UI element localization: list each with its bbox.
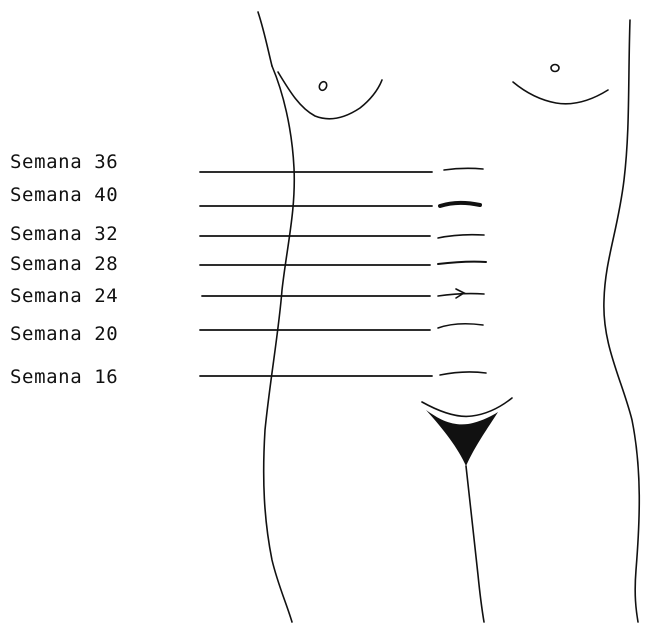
level-semana-20-marker — [200, 324, 483, 330]
level-semana-36-marker — [200, 168, 483, 172]
level-semana-28-marker — [200, 262, 486, 265]
left-torso-outline — [264, 66, 295, 622]
pubic-hair — [426, 410, 498, 466]
inner-leg-outline — [466, 466, 484, 622]
right-torso-outline — [604, 20, 639, 622]
left-nipple — [318, 80, 328, 91]
right-breast-outline — [513, 82, 608, 104]
level-semana-40-marker — [200, 203, 480, 206]
left-breast-outline — [278, 72, 382, 119]
right-nipple — [551, 65, 559, 72]
level-semana-32-marker — [200, 235, 484, 238]
left-arm-outline — [258, 12, 272, 66]
pubic-outline — [422, 398, 512, 416]
level-semana-16-marker — [200, 372, 486, 376]
level-semana-24-marker — [202, 289, 484, 298]
